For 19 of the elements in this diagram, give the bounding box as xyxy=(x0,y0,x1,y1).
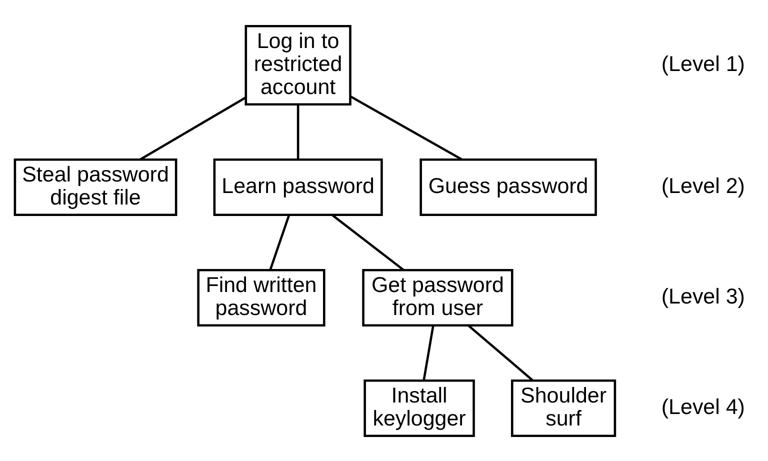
connector xyxy=(140,96,246,160)
node-box: Guess password xyxy=(420,158,597,216)
node-box: Steal password digest file xyxy=(14,158,178,216)
node-box: Log in to restricted account xyxy=(244,24,352,106)
label: (Level 3) xyxy=(661,284,745,308)
node-box: Install keylogger xyxy=(364,378,475,436)
node-box: Shoulder surf xyxy=(510,378,616,436)
label: (Level 4) xyxy=(661,394,745,418)
connector xyxy=(332,214,404,270)
label: (Level 1) xyxy=(661,51,745,76)
connector xyxy=(296,104,300,160)
label: (Level 2) xyxy=(661,173,745,198)
connector xyxy=(468,324,534,381)
connector xyxy=(422,325,434,380)
connector xyxy=(269,214,290,270)
node-box: Find written password xyxy=(197,268,326,326)
node-box: Get password from user xyxy=(362,268,514,326)
connector xyxy=(350,95,463,160)
node-box: Learn password xyxy=(213,158,383,216)
